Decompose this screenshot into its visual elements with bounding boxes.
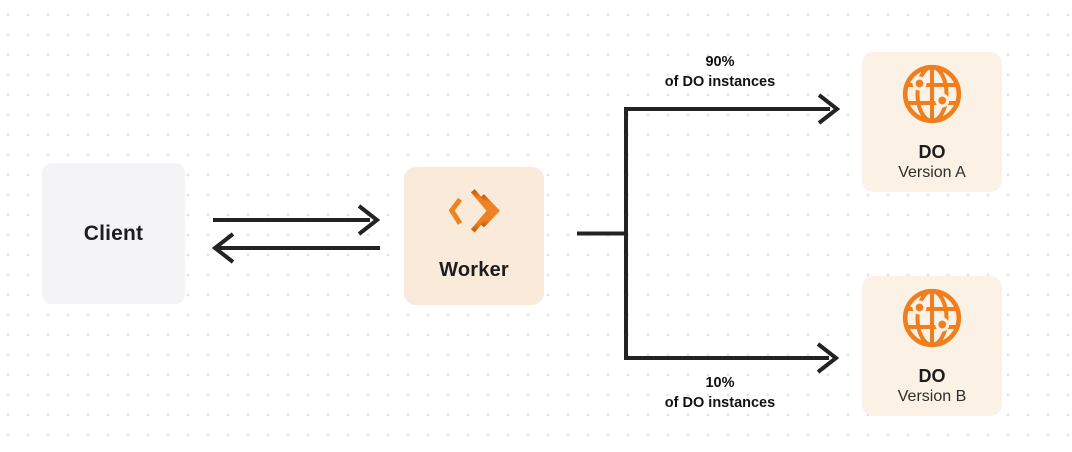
route-a-caption: of DO instances xyxy=(664,74,776,90)
route-a-label: 90% of DO instances xyxy=(610,52,830,92)
do-b-subtitle: Version B xyxy=(897,388,967,405)
do-a-title: DO xyxy=(918,142,946,162)
fork-connector xyxy=(577,107,628,360)
do-version-b-node: DO Version B xyxy=(862,276,1002,416)
worker-node: Worker xyxy=(404,167,544,305)
route-version-b-arrow xyxy=(626,342,840,374)
client-to-worker-arrow xyxy=(213,204,381,236)
route-a-percent: 90% xyxy=(705,54,735,70)
do-a-subtitle: Version A xyxy=(898,164,966,181)
client-label: Client xyxy=(83,221,144,245)
route-b-label: 10% of DO instances xyxy=(610,373,830,413)
client-node: Client xyxy=(42,163,185,304)
route-b-caption: of DO instances xyxy=(664,395,776,411)
route-version-a-arrow xyxy=(626,93,841,125)
route-b-percent: 10% xyxy=(705,375,735,391)
worker-to-client-arrow xyxy=(211,232,380,264)
worker-label: Worker xyxy=(439,259,509,281)
cloudflare-workers-icon xyxy=(448,189,500,233)
durable-object-globe-icon xyxy=(902,64,962,124)
durable-object-globe-icon xyxy=(902,288,962,348)
do-b-title: DO xyxy=(918,366,946,386)
do-version-a-node: DO Version A xyxy=(862,52,1002,192)
